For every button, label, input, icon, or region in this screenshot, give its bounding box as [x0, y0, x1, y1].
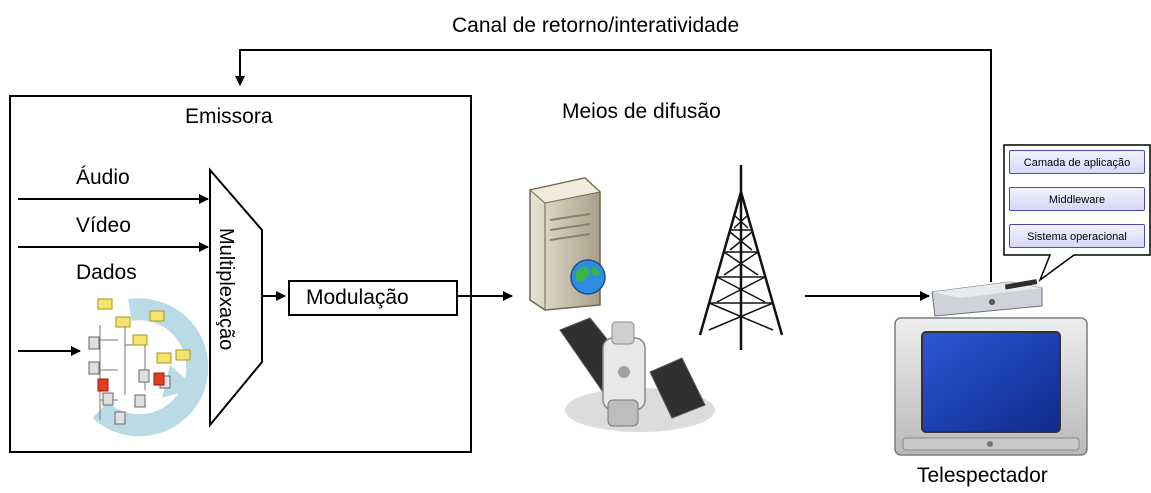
television-icon	[894, 317, 1088, 456]
stack-application-layer: Camada de aplicação	[1009, 150, 1145, 174]
multiplexer-label: Multiplexação	[215, 228, 237, 351]
input-label-data: Dados	[76, 261, 137, 284]
antenna-tower-icon	[698, 165, 784, 350]
stack-middleware: Middleware	[1009, 187, 1145, 211]
modulation-box	[288, 280, 458, 316]
server-globe-icon	[528, 177, 606, 311]
modulation-label: Modulação	[306, 286, 409, 309]
input-label-video: Vídeo	[76, 214, 131, 237]
viewer-label: Telespectador	[917, 464, 1048, 487]
set-top-box-icon	[931, 279, 1043, 317]
return-channel-label: Canal de retorno/interatividade	[452, 14, 740, 37]
return-channel-arrow	[235, 49, 992, 282]
broadcast-title: Meios de difusão	[562, 100, 721, 123]
file-tree-icon	[88, 298, 209, 437]
satellite-icon	[559, 317, 715, 432]
stack-operating-system: Sistema operacional	[1009, 224, 1145, 248]
input-label-audio: Áudio	[76, 166, 130, 189]
emissora-title: Emissora	[185, 105, 273, 128]
multiplexer-block	[209, 167, 263, 428]
